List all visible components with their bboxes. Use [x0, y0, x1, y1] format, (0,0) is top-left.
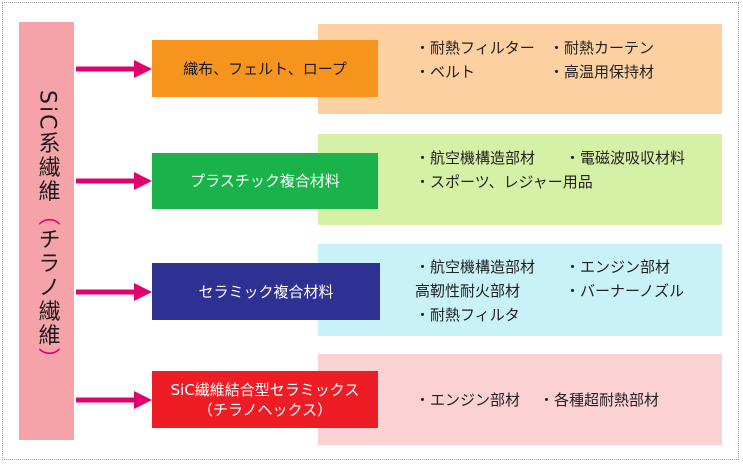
arrow-row-4 [76, 391, 152, 409]
source-material-label: SiC系繊維（チラノ繊維） [34, 90, 60, 372]
application-item: ・スポーツ、レジャー用品 [415, 173, 593, 191]
arrow-row-3 [76, 283, 152, 301]
application-item: ・ベルト [415, 63, 476, 81]
application-item: ・各種超耐熱部材 [539, 391, 660, 409]
category-label: セラミック複合材料 [198, 282, 334, 301]
application-panel-4: ・エンジン部材・各種超耐熱部材 [318, 354, 722, 445]
application-item: ・耐熱フィルター [415, 39, 535, 57]
source-paren-open: （ [34, 203, 60, 228]
application-item: ・高温用保持材 [549, 63, 655, 81]
panel-3-line-1: ・航空機構造部材 ・エンジン部材 [415, 255, 722, 279]
panel-1-line-2: ・ベルト ・高温用保持材 [415, 60, 722, 84]
arrow-row-2 [76, 172, 152, 190]
diagram-frame [2, 2, 739, 460]
application-panel-2: ・航空機構造部材 ・電磁波吸収材料 ・スポーツ、レジャー用品 [318, 134, 722, 225]
category-box-4: SiC繊維結合型セラミックス （チラノヘックス） [152, 371, 378, 428]
application-item: ・耐熱カーテン [549, 39, 655, 57]
application-item: ・航空機構造部材 [415, 258, 536, 276]
source-material-bar: SiC系繊維（チラノ繊維） [19, 22, 74, 440]
source-paren-close: ） [34, 347, 60, 372]
application-panel-1: ・耐熱フィルター・耐熱カーテン ・ベルト ・高温用保持材 [318, 24, 722, 114]
category-label: 織布、フェルト、ロープ [183, 59, 347, 78]
application-item: 高靭性耐火部材 [415, 282, 521, 300]
panel-2-line-2: ・スポーツ、レジャー用品 [415, 170, 722, 194]
category-label: プラスチック複合材料 [190, 172, 340, 190]
application-item: ・エンジン部材 [565, 258, 671, 276]
category-label-line-2: （チラノヘックス） [197, 400, 333, 419]
application-item: ・耐熱フィルタ [415, 306, 520, 324]
source-material-product-name: チラノ繊維 [34, 227, 60, 348]
panel-1-line-1: ・耐熱フィルター・耐熱カーテン [415, 36, 722, 60]
panel-3-line-2: 高靭性耐火部材 ・バーナーノズル [415, 279, 722, 303]
panel-3-line-3: ・耐熱フィルタ [415, 303, 722, 327]
application-item: ・電磁波吸収材料 [565, 149, 686, 167]
arrow-row-1 [76, 60, 152, 78]
application-panel-3: ・航空機構造部材 ・エンジン部材 高靭性耐火部材 ・バーナーノズル ・耐熱フィルタ [318, 244, 722, 336]
category-label-line-1: SiC繊維結合型セラミックス [170, 380, 360, 399]
panel-2-line-1: ・航空機構造部材 ・電磁波吸収材料 [415, 146, 722, 170]
category-box-3: セラミック複合材料 [152, 263, 380, 320]
category-box-1: 織布、フェルト、ロープ [152, 40, 378, 97]
source-material-name: SiC系繊維 [34, 90, 60, 204]
application-item: ・バーナーノズル [565, 282, 685, 300]
panel-4-line-1: ・エンジン部材・各種超耐熱部材 [415, 388, 722, 412]
application-item: ・エンジン部材 [415, 391, 521, 409]
category-box-2: プラスチック複合材料 [152, 153, 378, 209]
application-item: ・航空機構造部材 [415, 149, 536, 167]
